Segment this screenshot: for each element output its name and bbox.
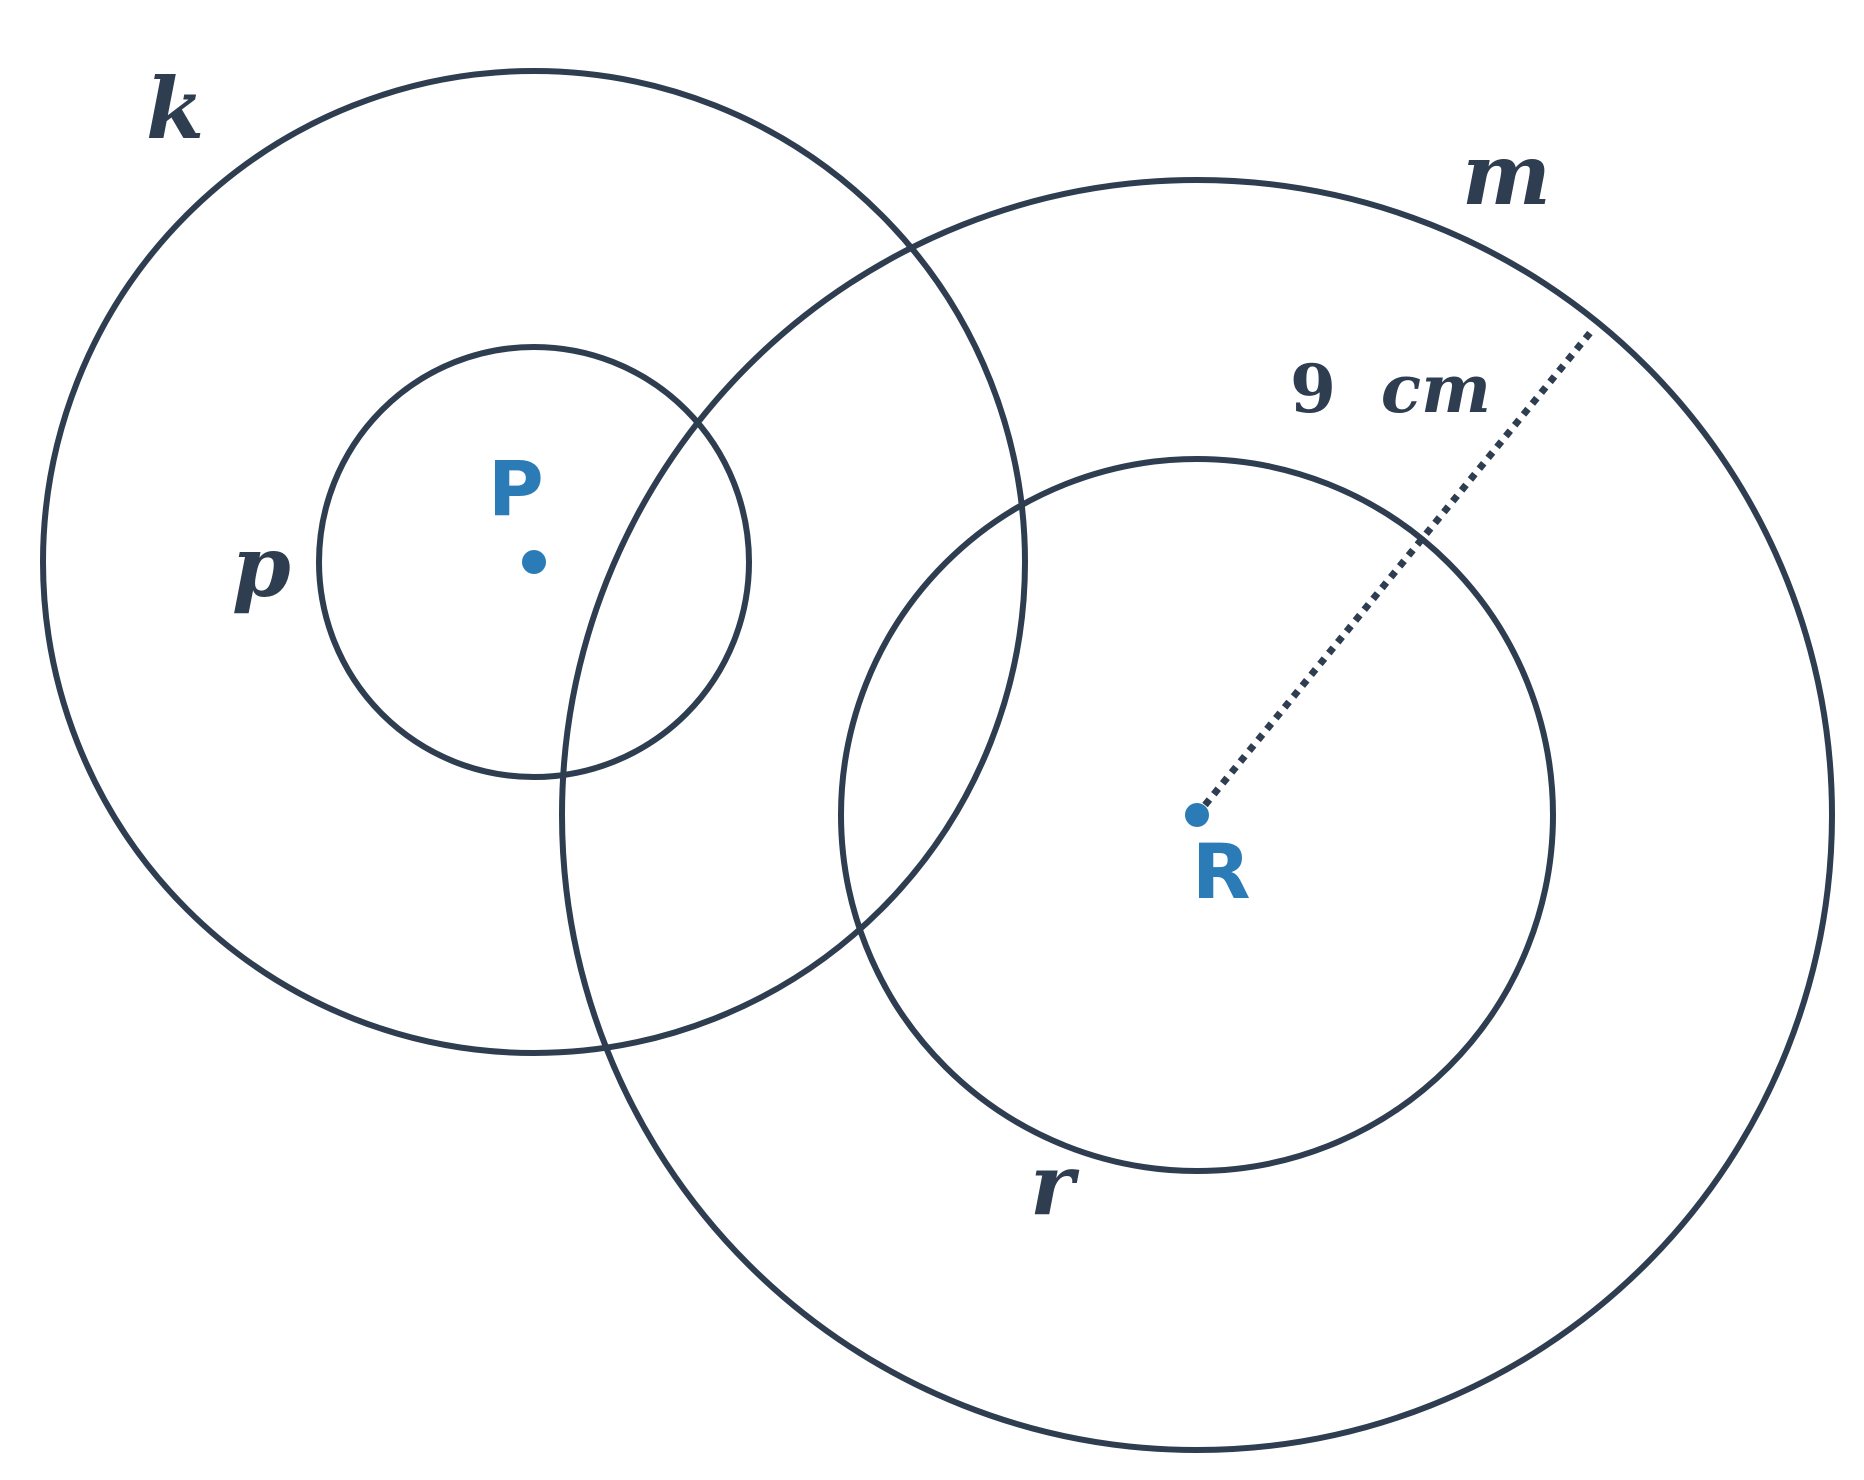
- radius-measure-label: 9 cm: [1290, 350, 1491, 428]
- circle-p: [316, 344, 752, 780]
- circle-m: [559, 177, 1835, 1453]
- radius-measure-unit: cm: [1381, 350, 1491, 428]
- circle-k-label: k: [146, 59, 204, 158]
- circle-m-label: m: [1462, 125, 1551, 224]
- circle-k: [40, 68, 1028, 1056]
- circle-r: [838, 456, 1556, 1174]
- point-P-dot: [522, 550, 546, 574]
- point-R-label: R: [1192, 827, 1251, 916]
- circle-r-label: r: [1030, 1135, 1080, 1234]
- point-R-dot: [1185, 803, 1209, 827]
- radius-line-m: [1202, 325, 1597, 808]
- point-P-label: P: [488, 444, 544, 533]
- circle-p-label: p: [232, 517, 291, 616]
- radius-measure-value: 9: [1290, 350, 1336, 428]
